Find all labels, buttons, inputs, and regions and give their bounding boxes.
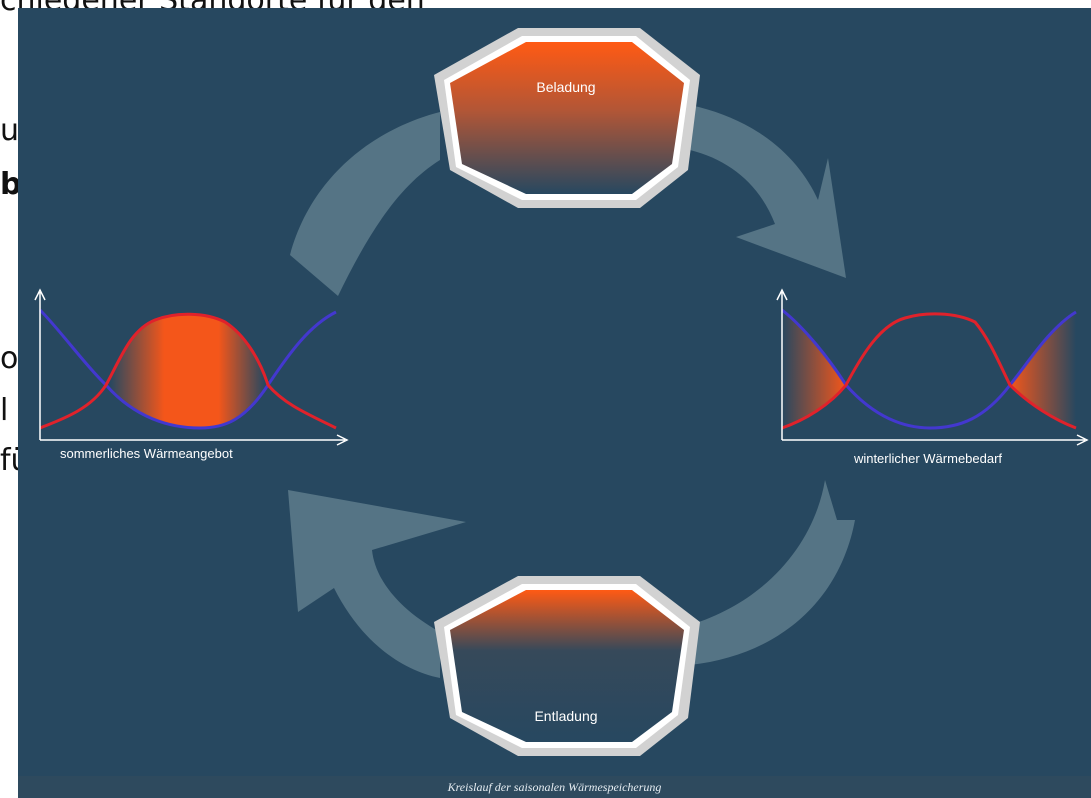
cycle-arrow-top-left <box>290 112 440 296</box>
tank-charging: Beladung <box>434 28 700 208</box>
cycle-diagram: Beladung Entladung sommerliches Wärmeang… <box>34 28 1089 756</box>
summer-demand-curve <box>39 312 337 430</box>
summer-heat-supply-chart: sommerliches Wärmeangebot <box>34 288 349 461</box>
background-text-line-4: o <box>0 341 19 376</box>
background-text-line-3: b <box>0 167 22 202</box>
winter-demand-curve <box>781 312 1077 430</box>
right-chart-label: winterlicher Wärmebedarf <box>853 451 1002 466</box>
tank-bottom-label: Entladung <box>534 708 597 724</box>
winter-axis-y <box>776 288 788 440</box>
cycle-arrow-bottom-right <box>690 480 855 665</box>
diagram-caption: Kreislauf der saisonalen Wärmespeicherun… <box>447 779 662 794</box>
cycle-arrow-top-right <box>690 105 846 278</box>
summer-axis-y <box>34 288 46 440</box>
summer-axis-x <box>40 434 349 446</box>
left-chart-label: sommerliches Wärmeangebot <box>60 446 233 461</box>
cycle-arrow-bottom-left <box>288 490 466 678</box>
caption-bar: Kreislauf der saisonalen Wärmespeicherun… <box>18 776 1091 798</box>
summer-surplus-fill <box>106 314 268 428</box>
winter-deficit-fill-left <box>782 310 846 428</box>
tank-discharging: Entladung <box>434 576 700 756</box>
diagram-panel: Beladung Entladung sommerliches Wärmeang… <box>18 8 1091 798</box>
winter-heat-demand-chart: winterlicher Wärmebedarf <box>776 288 1089 466</box>
winter-axis-x <box>782 434 1089 446</box>
background-text-line-2: u <box>0 113 20 148</box>
winter-supply-curve <box>781 308 1077 430</box>
summer-supply-curve <box>38 308 337 430</box>
background-text-line-5: l <box>0 393 9 428</box>
tank-top-label: Beladung <box>536 79 595 95</box>
